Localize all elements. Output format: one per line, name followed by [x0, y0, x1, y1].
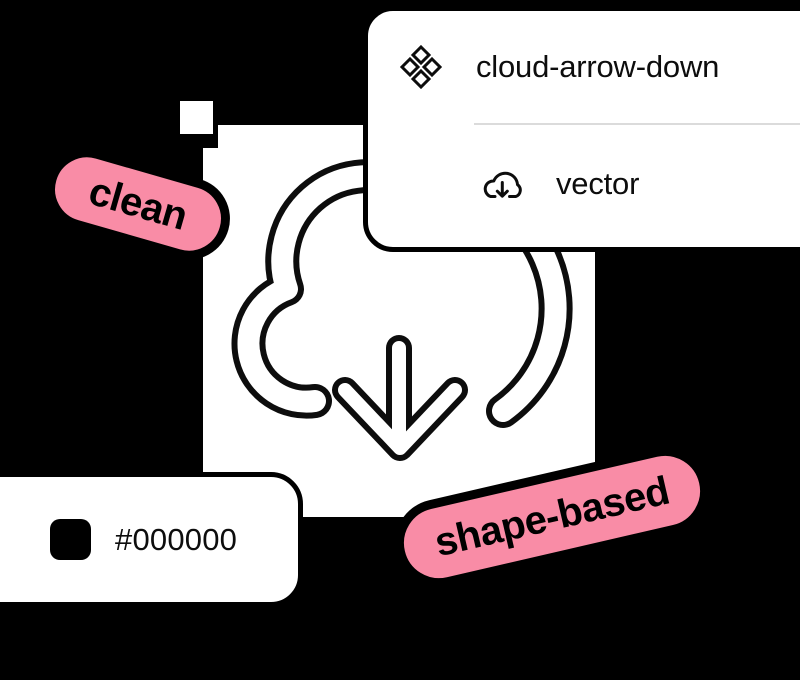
diamonds-four-icon: [400, 45, 442, 89]
cloud-arrow-down-icon: [483, 171, 522, 198]
clean-badge-label: clean: [84, 168, 193, 239]
color-swatch: [50, 519, 91, 560]
menu-item-label: vector: [556, 166, 640, 201]
accent-square: [180, 101, 213, 134]
color-hex-label: #000000: [115, 521, 238, 557]
menu-item-cloud-arrow-down[interactable]: cloud-arrow-down: [368, 11, 800, 123]
cloud-arrow-down-icon: [231, 159, 573, 461]
color-card: #000000: [0, 472, 303, 607]
icon-menu-card: cloud-arrow-down vector: [363, 6, 800, 252]
menu-item-vector[interactable]: vector: [368, 125, 800, 243]
menu-divider: [474, 123, 800, 125]
menu-item-label: cloud-arrow-down: [476, 49, 720, 84]
